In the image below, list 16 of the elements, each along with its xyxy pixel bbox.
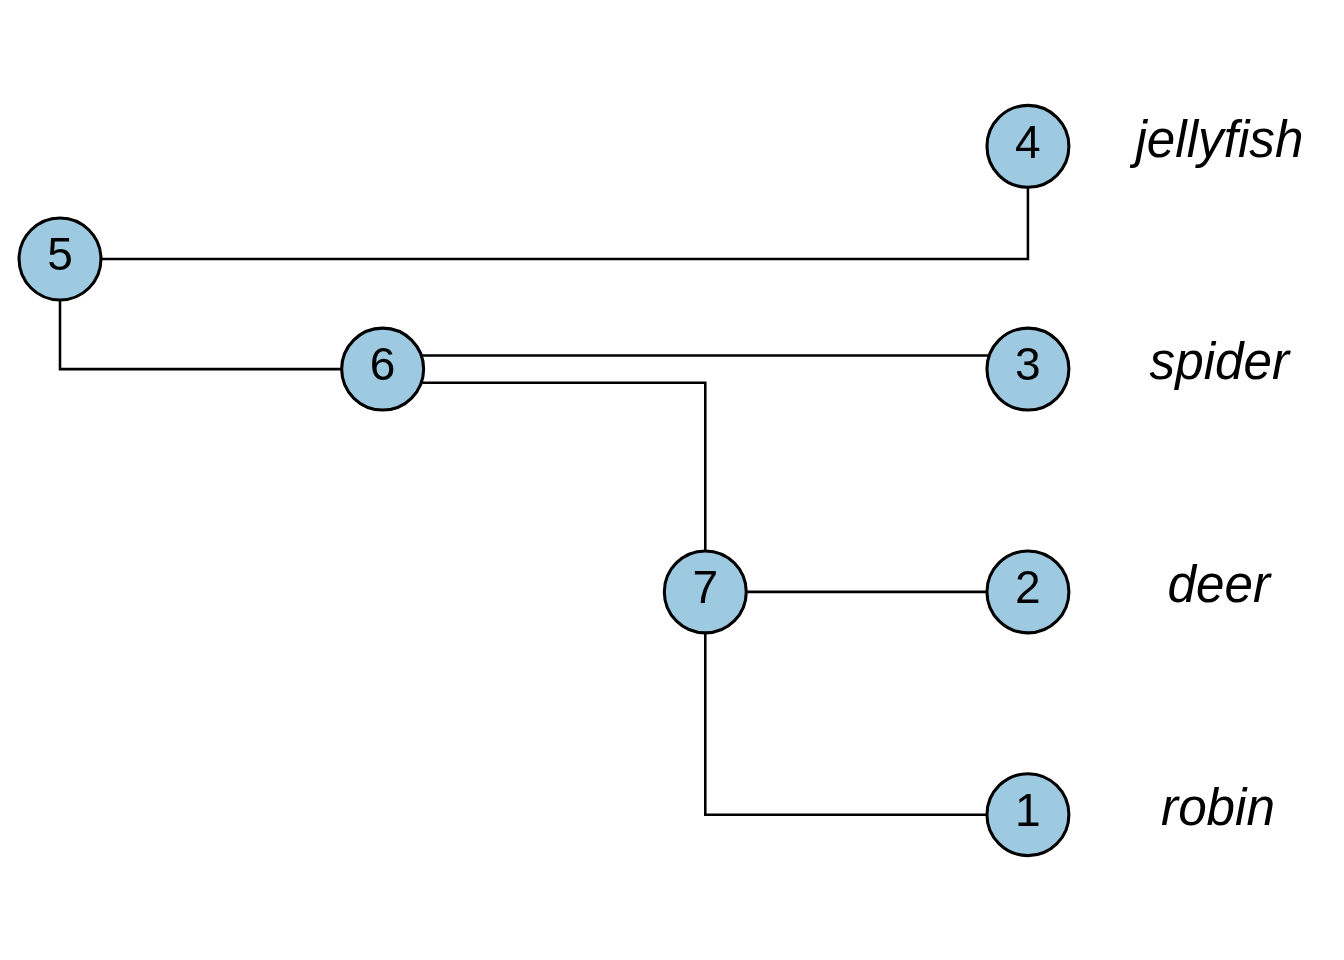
node-circle: 6: [340, 326, 426, 412]
connector: [704, 633, 987, 816]
node-circle: 7: [662, 548, 748, 634]
node-circle: 5: [17, 216, 103, 301]
connector: [746, 590, 987, 593]
node-label: spider: [1149, 332, 1290, 390]
connector: [422, 381, 707, 551]
node-circle: 2: [985, 548, 1071, 634]
node-circle: 1: [985, 771, 1071, 857]
connector: [58, 299, 342, 370]
node-circle: 4: [985, 103, 1071, 189]
node-label: deer: [1167, 555, 1270, 613]
node-label: robin: [1161, 778, 1275, 836]
connector: [422, 353, 990, 357]
node-circle: 3: [985, 326, 1071, 412]
connector: [101, 187, 1030, 260]
